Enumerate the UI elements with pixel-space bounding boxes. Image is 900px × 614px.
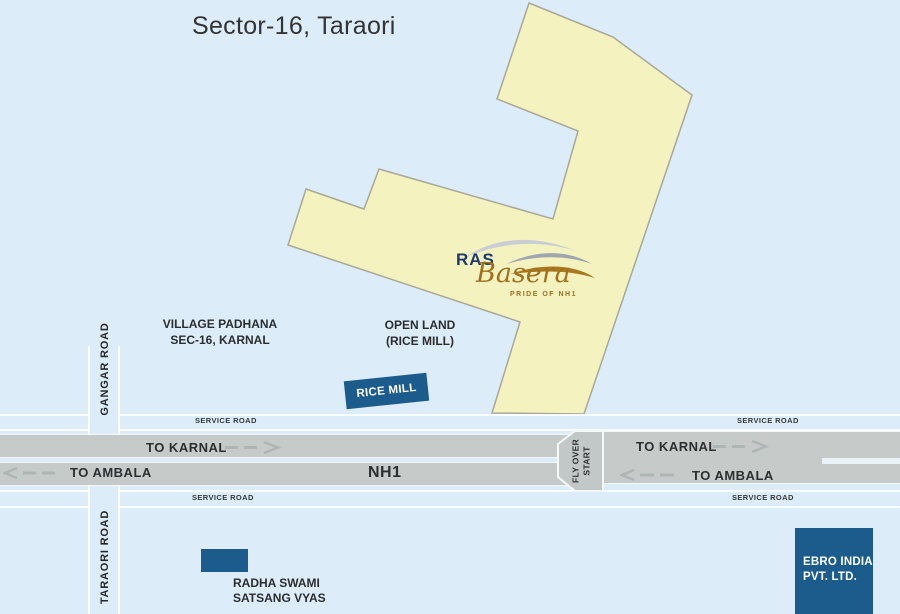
nh1-label: NH1: [368, 464, 402, 481]
nh1-karnal-lane: [0, 434, 580, 458]
arrow-left-icon: [620, 469, 674, 481]
logo-brand-text: RAS: [456, 250, 495, 269]
gangar-road-label: GANGAR ROAD: [99, 322, 111, 416]
village-line1: VILLAGE PADHANA: [162, 317, 278, 331]
taraori-road-label: TARAORI ROAD: [99, 509, 111, 605]
radha-line2: SATSANG VYAS: [233, 591, 326, 605]
page-title: Sector-16, Taraori: [192, 12, 396, 40]
logo-swoosh-icon: [466, 239, 595, 278]
open-land-label: OPEN LAND (RICE MILL): [350, 317, 490, 349]
to-ambala-left-label: TO AMBALA: [70, 465, 152, 480]
service-road-label: SERVICE ROAD: [195, 416, 257, 425]
ebro-line1: EBRO INDIA: [803, 556, 873, 568]
service-road-divider-line: [0, 490, 900, 492]
arrow-left-icon: [3, 467, 55, 479]
open-land-line1: OPEN LAND: [384, 318, 456, 332]
ebro-india-marker: EBRO INDIA PVT. LTD.: [795, 528, 873, 614]
radha-swami-label: RADHA SWAMI SATSANG VYAS: [233, 576, 326, 606]
flyover-start-marker: [557, 430, 604, 492]
service-road-label: SERVICE ROAD: [192, 493, 254, 502]
flyover-start-label: FLY OVER START: [570, 439, 591, 483]
nh1-ambala-lane: [0, 462, 580, 486]
logo-name-text: Basera: [476, 258, 571, 289]
village-line2: SEC-16, KARNAL: [170, 333, 270, 347]
gangar-road: [88, 346, 120, 434]
flyover-line2: START: [581, 446, 591, 476]
radha-line1: RADHA SWAMI: [233, 576, 320, 590]
to-ambala-right-label: TO AMBALA: [692, 468, 774, 483]
lane-divider-gap: [822, 458, 900, 464]
service-road-divider-line: [0, 506, 900, 508]
taraori-road: [88, 486, 120, 614]
open-land-line2: (RICE MILL): [386, 334, 454, 348]
ras-basera-logo: RAS Basera PRIDE OF NH1: [448, 230, 598, 300]
to-karnal-right-label: TO KARNAL: [636, 439, 717, 454]
radha-swami-marker: [201, 549, 248, 572]
arrow-right-icon: [713, 440, 770, 453]
ebro-line2: PVT. LTD.: [803, 571, 857, 583]
flyover-line1: FLY OVER: [570, 439, 581, 483]
service-road-divider-line: [0, 414, 900, 416]
village-padhana-label: VILLAGE PADHANA SEC-16, KARNAL: [140, 316, 300, 348]
to-karnal-left-label: TO KARNAL: [146, 440, 227, 455]
service-road-label: SERVICE ROAD: [732, 493, 794, 502]
service-road-label: SERVICE ROAD: [737, 416, 799, 425]
arrow-right-icon: [225, 441, 282, 454]
service-road-divider-line: [0, 429, 900, 431]
logo-tagline-text: PRIDE OF NH1: [510, 291, 578, 298]
